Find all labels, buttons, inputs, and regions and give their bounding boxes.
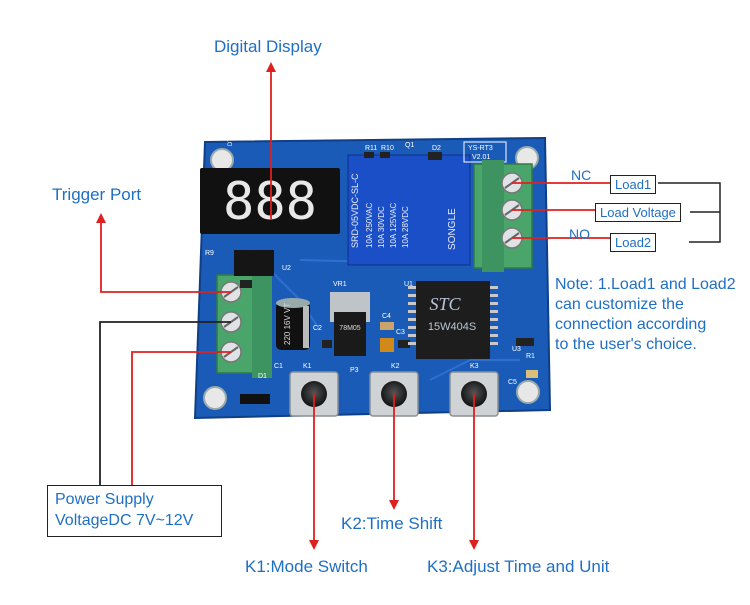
top-silkscreen: R11 R10 Q1 D2 YS-RT3 V2.01 D7 xyxy=(228,138,507,163)
label-p3: P3 xyxy=(350,367,359,374)
relay: SRD-05VDC-SL-C 10A 250VAC 10A 30VDC 10A … xyxy=(347,154,471,266)
label-no: NO xyxy=(569,226,590,242)
power-supply-line2: VoltageDC 7V~12V xyxy=(55,512,194,529)
label-c1: C1 xyxy=(274,363,283,370)
label-digital-display: Digital Display xyxy=(214,37,322,56)
power-supply-line1: Power Supply xyxy=(55,491,154,508)
chip-brand: STC xyxy=(429,294,461,314)
relay-rating-2: 10A 30VDC xyxy=(377,206,386,248)
mcu-chip: U1 STC 15W404S xyxy=(404,281,498,359)
label-c2: C2 xyxy=(313,325,322,332)
note-line-4: to the user's choice. xyxy=(555,336,697,353)
label-c4: C4 xyxy=(382,313,391,320)
regulator-text: 78M05 xyxy=(339,325,361,332)
display-digits: 888 xyxy=(223,172,317,232)
label-k1: K1 xyxy=(303,363,312,370)
board-version: V2.01 xyxy=(472,154,490,161)
label-k1-mode-switch: K1:Mode Switch xyxy=(245,557,368,576)
arrow-trigger-port xyxy=(96,213,231,293)
label-d1: D1 xyxy=(258,373,267,380)
label-k3-adjust: K3:Adjust Time and Unit xyxy=(427,557,610,576)
right-components: U3 C5 R1 xyxy=(508,338,538,386)
label-vr1: VR1 xyxy=(333,281,347,288)
label-trigger-port: Trigger Port xyxy=(52,185,142,204)
chip-model: 15W404S xyxy=(428,321,476,333)
label-u2: U2 xyxy=(282,265,291,272)
label-c5: C5 xyxy=(508,379,517,386)
note-line-1: Note: 1.Load1 and Load2 xyxy=(555,276,736,293)
board-model: YS-RT3 xyxy=(468,145,493,152)
relay-rating-1: 10A 250VAC xyxy=(365,203,374,248)
input-terminal-block xyxy=(216,270,272,378)
label-u1: U1 xyxy=(404,281,413,288)
label-u3: U3 xyxy=(512,346,521,353)
label-k3: K3 xyxy=(470,363,479,370)
electrolytic-capacitor: 220 16V VT C2 xyxy=(276,298,322,350)
load-wiring xyxy=(658,182,721,243)
relay-brand: SONGLE xyxy=(447,208,458,250)
label-q1: Q1 xyxy=(405,142,414,149)
relay-rating-3: 10A 125VAC xyxy=(389,203,398,248)
label-k2-time-shift: K2:Time Shift xyxy=(341,514,443,533)
voltage-regulator: VR1 78M05 P3 xyxy=(322,281,370,374)
capacitor-text: 220 16V VT xyxy=(283,303,292,345)
note-line-2: can customize the xyxy=(555,296,684,313)
label-k2: K2 xyxy=(391,363,400,370)
label-r1: R1 xyxy=(526,353,535,360)
relay-rating-4: 10A 28VDC xyxy=(401,206,410,248)
chip-side-components: C4 C3 xyxy=(380,313,410,352)
label-d7: D7 xyxy=(228,138,234,146)
note-text: Note: 1.Load1 and Load2 can customize th… xyxy=(555,275,736,355)
label-r9: R9 xyxy=(205,250,214,257)
seven-segment-display: 888 xyxy=(200,168,340,234)
callout-arrows xyxy=(96,62,610,550)
relay-model: SRD-05VDC-SL-C xyxy=(350,173,360,248)
label-c3: C3 xyxy=(396,329,405,336)
power-supply-box: Power Supply VoltageDC 7V~12V xyxy=(47,485,222,537)
load-voltage-box: Load Voltage xyxy=(595,203,681,222)
label-r10: R10 xyxy=(381,145,394,152)
label-nc: NC xyxy=(571,167,592,183)
line-power-negative xyxy=(99,321,231,485)
left-components: R9 U2 D1 C1 xyxy=(205,250,291,404)
load2-box: Load2 xyxy=(610,233,657,252)
label-d2: D2 xyxy=(432,145,441,152)
output-terminal-block xyxy=(473,160,533,272)
load1-box: Load1 xyxy=(610,175,657,194)
note-line-3: connection according xyxy=(555,316,707,333)
line-power-positive xyxy=(131,351,231,485)
label-r11: R11 xyxy=(365,145,377,152)
